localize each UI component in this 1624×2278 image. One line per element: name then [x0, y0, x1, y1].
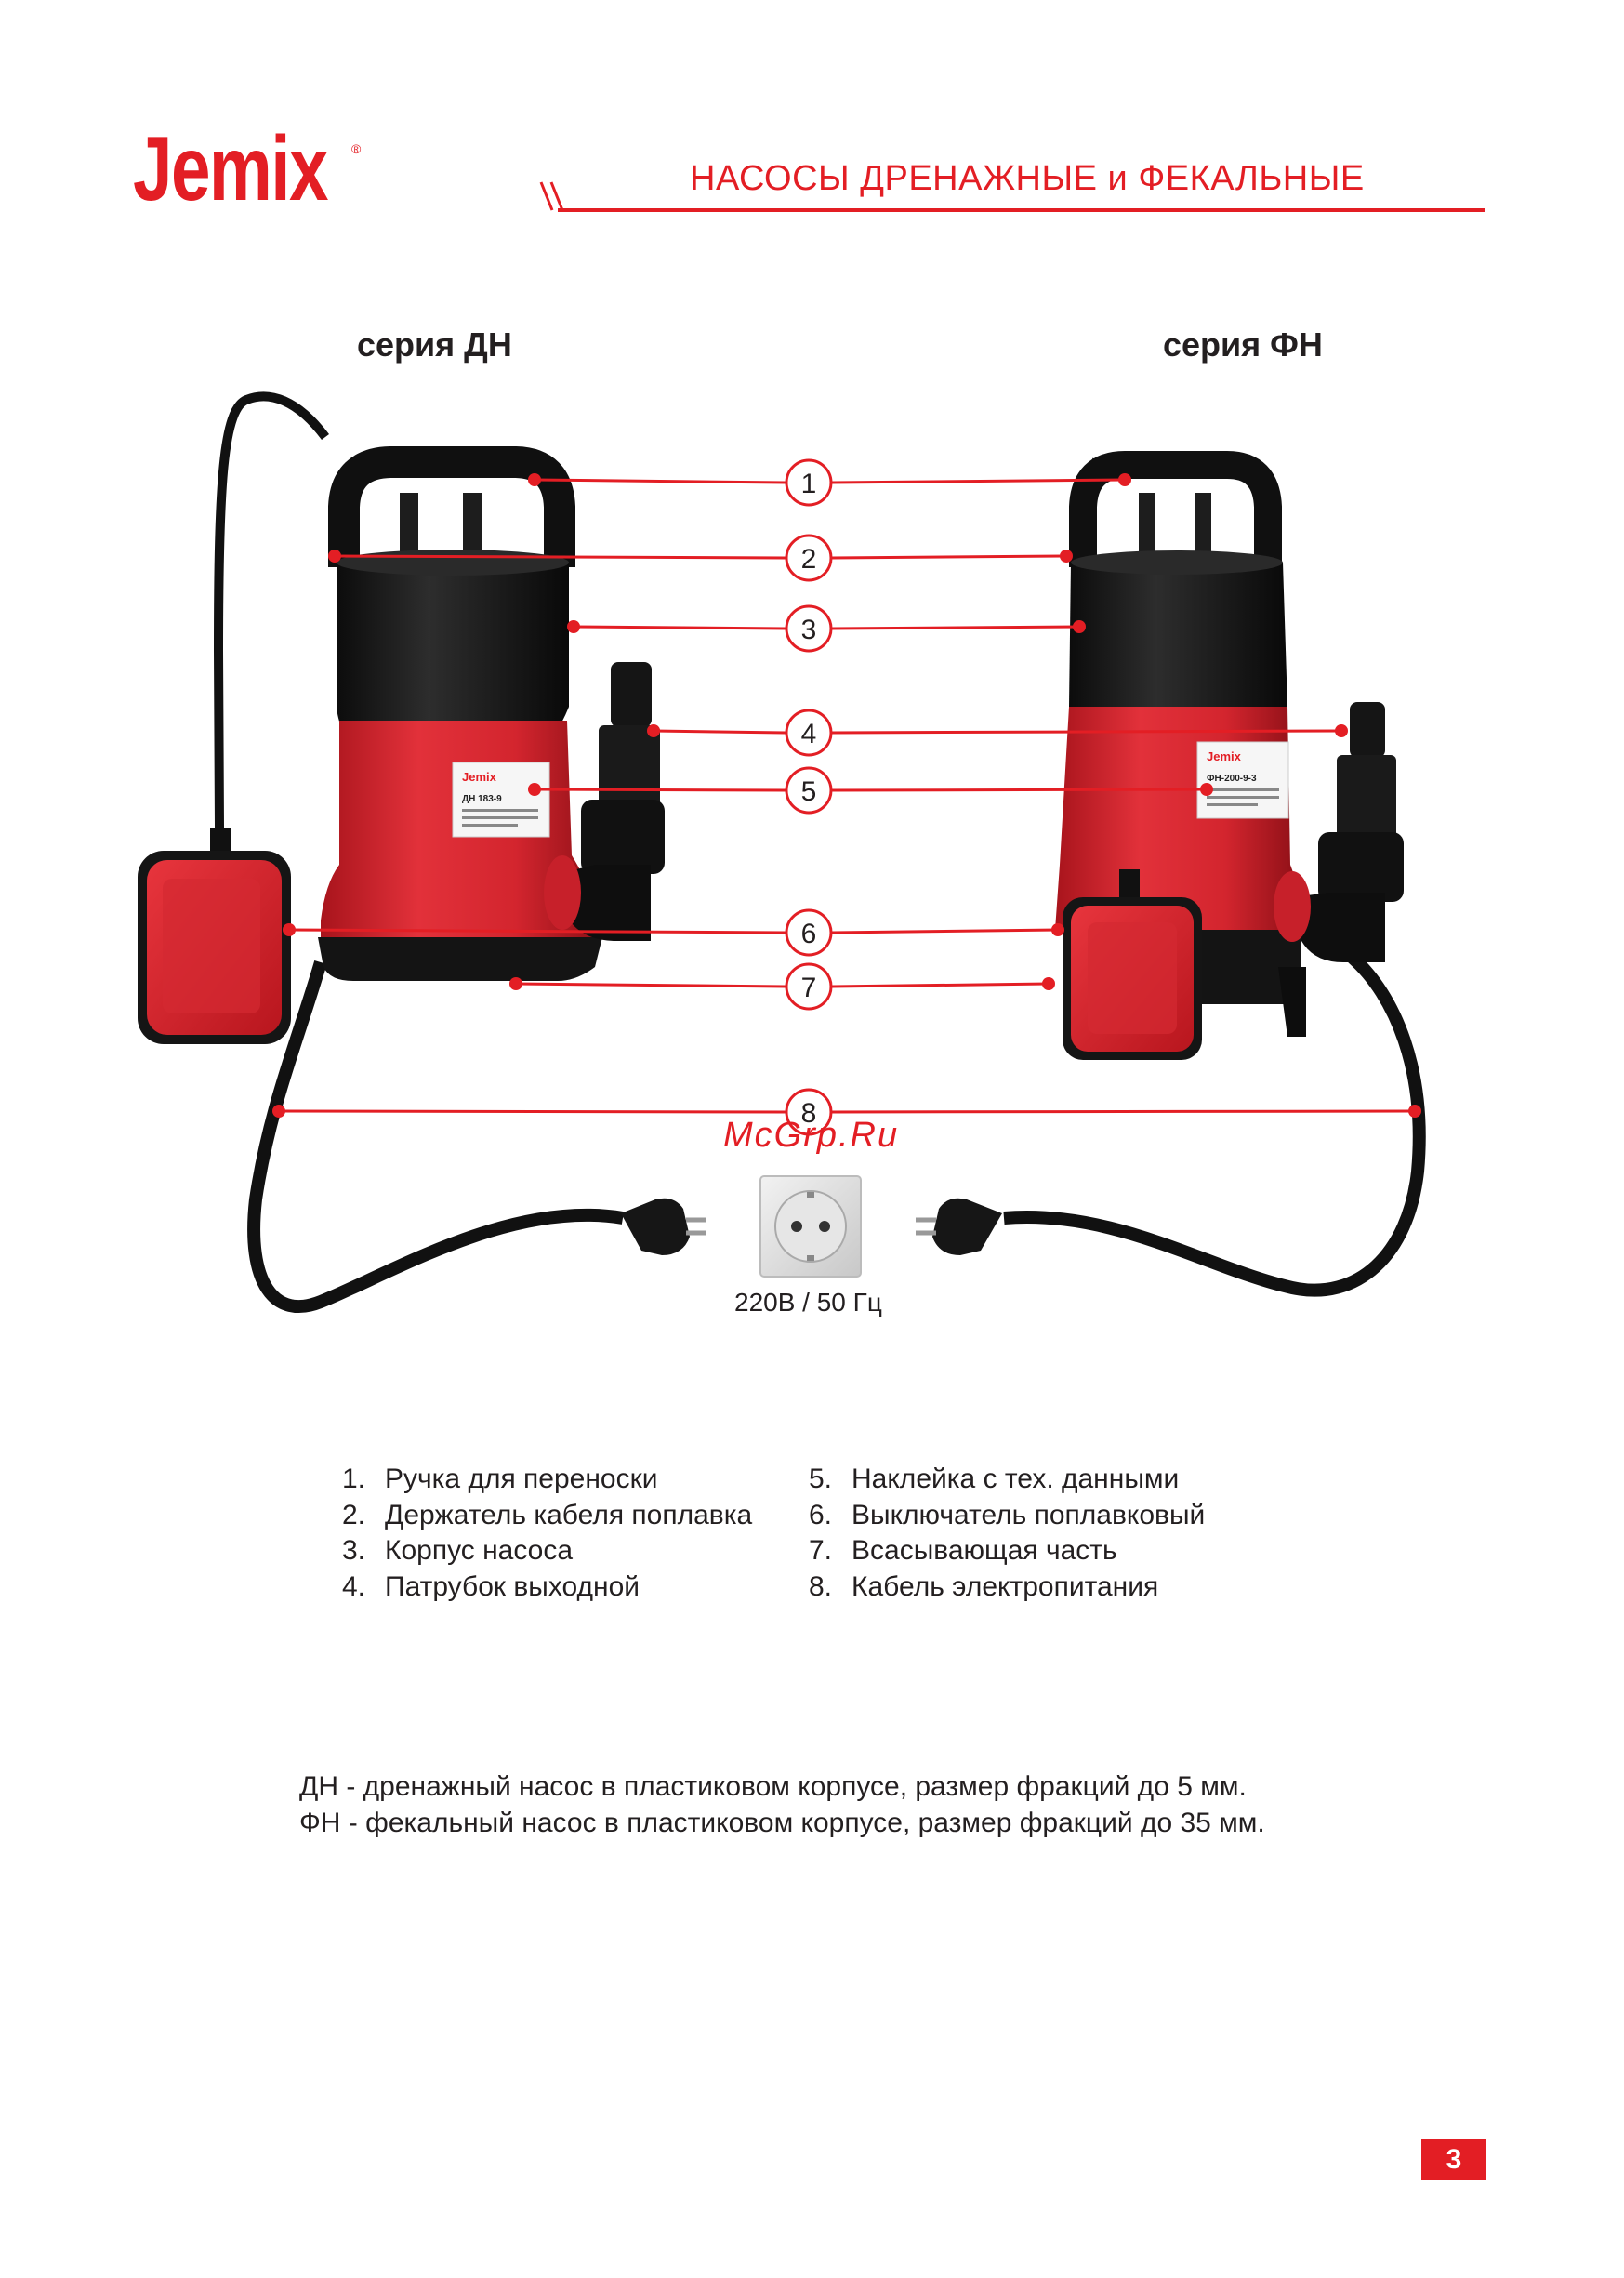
callout-dots — [272, 473, 1421, 1118]
sticker-brand-dn: Jemix — [462, 770, 497, 784]
legend-item: 6. Выключатель поплавковый — [809, 1498, 1205, 1534]
legend-right: 5. Наклейка с тех. данными 6. Выключател… — [809, 1462, 1205, 1605]
legend-item: 1. Ручка для переноски — [342, 1462, 752, 1498]
callout-markers: 1 2 3 4 5 6 7 8 — [785, 458, 833, 1136]
note-fn: ФН - фекальный насос в пластиковом корпу… — [299, 1808, 1265, 1838]
series-notes: ДН - дренажный насос в пластиковом корпу… — [299, 1768, 1265, 1841]
legend-left: 1. Ручка для переноски 2. Держатель кабе… — [342, 1462, 752, 1605]
note-dn: ДН - дренажный насос в пластиковом корпу… — [299, 1771, 1247, 1802]
svg-text:6: 6 — [801, 919, 817, 949]
legend-text: Выключатель поплавковый — [852, 1499, 1206, 1530]
legend-number: 2. — [342, 1499, 366, 1530]
callout-lines — [278, 478, 1416, 1114]
series-dn-heading: серия ДН — [357, 325, 512, 364]
svg-text:7: 7 — [801, 973, 817, 1003]
watermark: McGrp.Ru — [723, 1116, 900, 1155]
pump-fn: Jemix ФН-200-9-3 — [1003, 451, 1426, 1297]
page-title: НАСОСЫ ДРЕНАЖНЫЕ и ФЕКАЛЬНЫЕ — [690, 159, 1365, 198]
legend-number: 7. — [809, 1535, 833, 1566]
legend-number: 5. — [809, 1463, 833, 1494]
callout-marker-5: 5 — [785, 766, 833, 815]
callout-marker-3: 3 — [785, 604, 833, 653]
sticker-model-fn: ФН-200-9-3 — [1207, 774, 1257, 784]
legend-number: 4. — [342, 1570, 366, 1602]
plug-right — [916, 1198, 1002, 1255]
callout-marker-7: 7 — [785, 962, 833, 1011]
legend-text: Держатель кабеля поплавка — [385, 1499, 753, 1530]
series-fn-heading: серия ФН — [1163, 325, 1323, 364]
brand-logo: Jemix — [133, 117, 329, 219]
svg-text:1: 1 — [801, 469, 817, 499]
svg-text:3: 3 — [801, 615, 817, 645]
sticker-model-dn: ДН 183-9 — [462, 794, 502, 804]
registered-mark: ® — [351, 141, 362, 156]
svg-text:4: 4 — [801, 719, 817, 749]
power-spec: 220В / 50 Гц — [734, 1288, 882, 1317]
legend-text: Всасывающая часть — [852, 1535, 1117, 1566]
legend-text: Корпус насоса — [385, 1535, 574, 1566]
legend-text: Патрубок выходной — [385, 1570, 640, 1602]
legend-item: 5. Наклейка с тех. данными — [809, 1462, 1205, 1498]
legend-number: 3. — [342, 1535, 366, 1566]
sticker-brand-fn: Jemix — [1207, 749, 1242, 763]
legend-text: Ручка для переноски — [385, 1463, 658, 1494]
legend-text: Наклейка с тех. данными — [852, 1463, 1180, 1494]
legend-item: 2. Держатель кабеля поплавка — [342, 1498, 752, 1534]
legend-item: 3. Корпус насоса — [342, 1533, 752, 1569]
svg-text:5: 5 — [801, 776, 817, 807]
legend-text: Кабель электропитания — [852, 1570, 1159, 1602]
legend-number: 1. — [342, 1463, 366, 1494]
pump-dn: Jemix ДН 183-9 — [138, 391, 665, 1313]
callout-marker-1: 1 — [785, 458, 833, 507]
callout-marker-2: 2 — [785, 534, 833, 582]
legend-number: 8. — [809, 1570, 833, 1602]
legend-item: 4. Патрубок выходной — [342, 1569, 752, 1606]
callout-marker-6: 6 — [785, 908, 833, 957]
svg-text:8: 8 — [801, 1098, 817, 1129]
legend-number: 6. — [809, 1499, 833, 1530]
callout-marker-8: 8 — [785, 1088, 833, 1136]
legend-item: 7. Всасывающая часть — [809, 1533, 1205, 1569]
wall-socket — [759, 1175, 862, 1278]
svg-text:2: 2 — [801, 544, 817, 575]
legend-item: 8. Кабель электропитания — [809, 1569, 1205, 1606]
plug-left — [621, 1198, 706, 1255]
callout-marker-4: 4 — [785, 709, 833, 757]
page-number: 3 — [1421, 2139, 1486, 2180]
